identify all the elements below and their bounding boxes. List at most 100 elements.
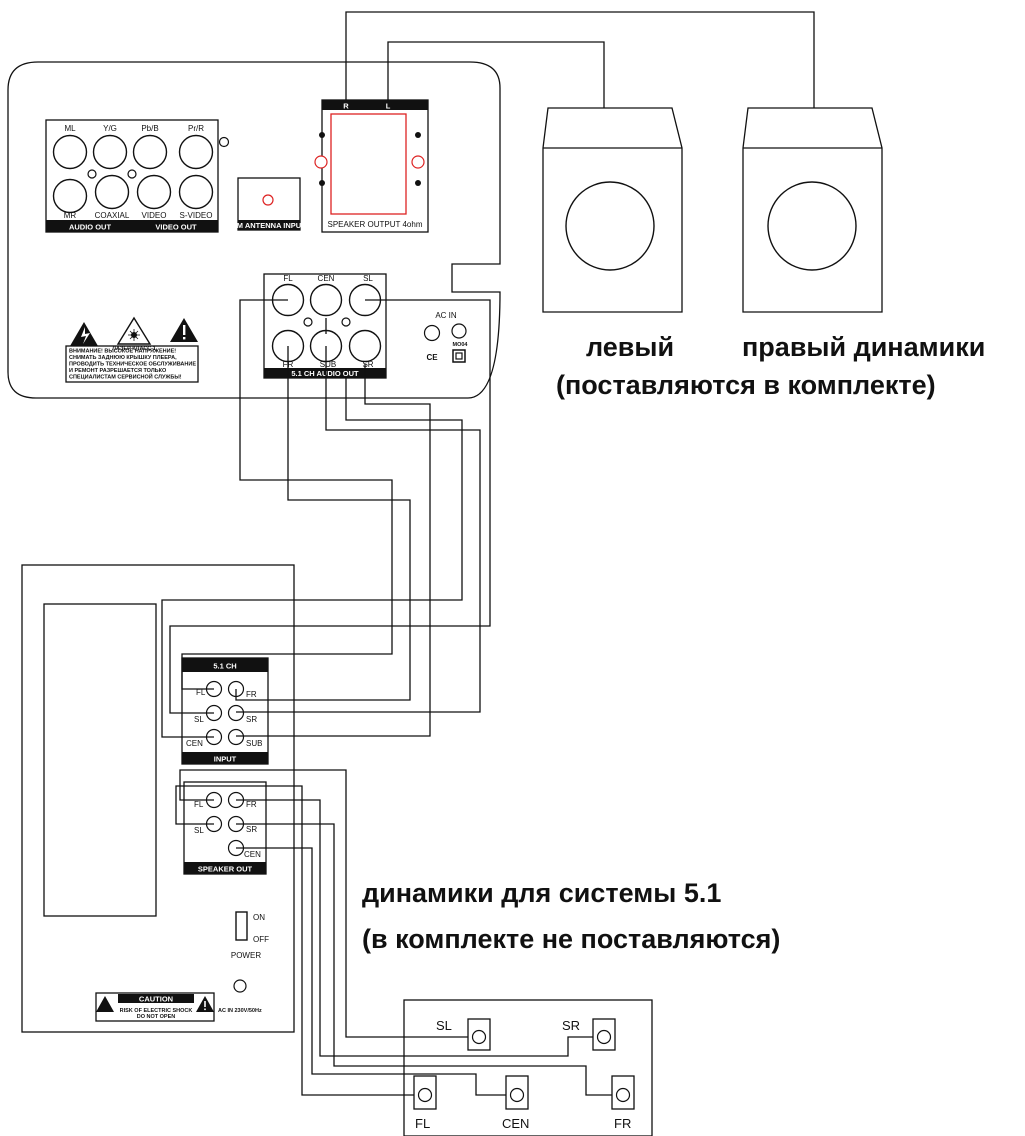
warning-line-2: СНИМАТЬ ЗАДНЮЮ КРЫШКУ ПЛЕЕРА, bbox=[69, 355, 177, 361]
caption-not-included: (в комплекте не поставляются) bbox=[362, 924, 780, 954]
power-on-label: ON bbox=[253, 913, 265, 922]
jack-prr[interactable] bbox=[178, 134, 214, 170]
input-label-sr: SR bbox=[246, 715, 257, 724]
warning-area: ЛАЗЕР КЛАСС 1 ВНИМАНИЕ! ВЫСОКОЕ НАПРЯЖЕН… bbox=[65, 316, 199, 383]
power-section: ON OFF POWER bbox=[231, 911, 269, 993]
audio-out-label: AUDIO OUT bbox=[69, 223, 112, 232]
cert-mark: MO04 bbox=[453, 342, 469, 348]
dvd-rear-panel: AUDIO OUT VIDEO OUT ML Y/G Pb/B Pr/R MR … bbox=[7, 61, 501, 399]
ch51-audio-out-block: 5.1 CH AUDIO OUT FL CEN SL FR SUB SR bbox=[263, 273, 387, 379]
label-ml: ML bbox=[64, 124, 76, 133]
caution-label: CAUTION RISK OF ELECTRIC SHOCK DO NOT OP… bbox=[95, 992, 262, 1022]
label-coaxial: COAXIAL bbox=[95, 211, 130, 220]
jack-51-sr[interactable] bbox=[348, 329, 382, 363]
speaker-label-sr: SR bbox=[562, 1018, 580, 1033]
power-switch[interactable] bbox=[235, 911, 248, 941]
jack-51-cen[interactable] bbox=[309, 283, 343, 317]
label-51-cen: CEN bbox=[318, 274, 335, 283]
jack-ml[interactable] bbox=[52, 134, 88, 170]
jack-video[interactable] bbox=[136, 174, 172, 210]
speaker-r-label: R bbox=[343, 102, 349, 111]
input-label-cen: CEN bbox=[186, 739, 203, 748]
label-51-sl: SL bbox=[363, 274, 373, 283]
label-svideo: S-VIDEO bbox=[180, 211, 213, 220]
jack-yg[interactable] bbox=[92, 134, 128, 170]
speaker-fr: FR bbox=[611, 1075, 635, 1131]
caption-left-speaker: левый bbox=[586, 332, 674, 362]
right-speaker bbox=[742, 107, 883, 313]
label-51-fl: FL bbox=[283, 274, 293, 283]
speaker-cen: CEN bbox=[502, 1075, 529, 1131]
input-jack-sub[interactable] bbox=[227, 728, 245, 746]
out-label-fr: FR bbox=[246, 800, 257, 809]
speaker-l-label: L bbox=[386, 102, 391, 111]
ac-in-label: AC IN bbox=[435, 311, 457, 320]
label-pbb: Pb/B bbox=[141, 124, 158, 133]
left-speaker bbox=[542, 107, 683, 313]
fm-antenna-block: FM ANTENNA INPUT bbox=[232, 177, 306, 231]
cert-logo-icon bbox=[423, 324, 441, 342]
input-jack-sr[interactable] bbox=[227, 704, 245, 722]
caution-line-1: RISK OF ELECTRIC SHOCK bbox=[120, 1008, 193, 1014]
speaker-out-block: SPEAKER OUT FL FR SL SR CEN bbox=[183, 781, 267, 875]
warning-line-4: И РЕМОНТ РАЗРЕШАЕТСЯ ТОЛЬКО bbox=[69, 368, 167, 374]
label-video: VIDEO bbox=[142, 211, 167, 220]
speaker-label-fr: FR bbox=[614, 1116, 631, 1131]
speaker-output-label: SPEAKER OUTPUT 4ohm bbox=[328, 220, 423, 229]
label-51-sub: SUB bbox=[320, 360, 336, 369]
power-socket[interactable] bbox=[233, 979, 247, 993]
label-51-sr: SR bbox=[362, 360, 373, 369]
amp-ac-in-label: AC IN 230V/50Hz bbox=[218, 1008, 262, 1014]
speaker-out-label: SPEAKER OUT bbox=[198, 865, 253, 874]
caption-right-speakers: правый динамики bbox=[742, 332, 985, 362]
input-label-fr: FR bbox=[246, 690, 257, 699]
jack-pbb[interactable] bbox=[132, 134, 168, 170]
wires-51-dvd-to-amp bbox=[161, 299, 491, 738]
caption-included: (поставляются в комплекте) bbox=[556, 370, 936, 400]
out-label-cen: CEN bbox=[244, 850, 261, 859]
input-label-sub: SUB bbox=[246, 739, 262, 748]
label-mr: MR bbox=[64, 211, 77, 220]
jack-coaxial[interactable] bbox=[94, 174, 130, 210]
out-label-sl: SL bbox=[194, 826, 204, 835]
speaker-label-fl: FL bbox=[415, 1116, 430, 1131]
terminal-l-minus[interactable] bbox=[415, 180, 421, 186]
shock-warning-icon bbox=[96, 996, 114, 1012]
caption-system-title: динамики для системы 5.1 bbox=[362, 878, 721, 908]
terminal-r-plus[interactable] bbox=[319, 132, 325, 138]
out-label-sr: SR bbox=[246, 825, 257, 834]
input-label-sl: SL bbox=[194, 715, 204, 724]
laser-class-label: ЛАЗЕР КЛАСС 1 bbox=[112, 346, 156, 352]
amplifier-rear-panel: 5.1 CH INPUT FL FR SL SR CEN SUB SPEAKER… bbox=[21, 564, 295, 1033]
jack-mr[interactable] bbox=[52, 178, 88, 214]
label-yg: Y/G bbox=[103, 124, 117, 133]
speaker-sl: SL bbox=[436, 1018, 491, 1051]
caution-line-2: DO NOT OPEN bbox=[137, 1014, 176, 1020]
power-label: POWER bbox=[231, 951, 261, 960]
warning-line-3: ПРОВОДИТЬ ТЕХНИЧЕСКОЕ ОБСЛУЖИВАНИЕ bbox=[69, 362, 196, 368]
wires-amp-to-speakers bbox=[175, 769, 612, 1096]
input-label: INPUT bbox=[214, 755, 237, 764]
input-label-fl: FL bbox=[196, 688, 206, 697]
right-speaker-cone bbox=[767, 181, 857, 271]
terminal-l-plus[interactable] bbox=[415, 132, 421, 138]
pct-logo-icon bbox=[451, 323, 467, 339]
caution-title: CAUTION bbox=[139, 995, 173, 1004]
out-label-fl: FL bbox=[194, 800, 204, 809]
speaker-output-block: R L SPEAKER OUTPUT 4ohm bbox=[314, 99, 429, 233]
speaker-layout-box: SL SR FL CEN FR bbox=[403, 999, 653, 1136]
fm-antenna-jack[interactable] bbox=[262, 194, 274, 206]
left-speaker-cone bbox=[565, 181, 655, 271]
speaker-label-sl: SL bbox=[436, 1018, 452, 1033]
speaker-fl: FL bbox=[413, 1075, 437, 1131]
wires-front-speakers bbox=[345, 11, 815, 108]
av-output-block: AUDIO OUT VIDEO OUT ML Y/G Pb/B Pr/R MR … bbox=[45, 119, 230, 233]
jack-svideo[interactable] bbox=[178, 174, 214, 210]
label-prr: Pr/R bbox=[188, 124, 204, 133]
ch51-label: 5.1 CH AUDIO OUT bbox=[291, 369, 359, 378]
double-insulation-icon bbox=[452, 349, 466, 363]
ch51-input-block: 5.1 CH INPUT FL FR SL SR CEN SUB bbox=[181, 657, 269, 765]
power-off-label: OFF bbox=[253, 935, 269, 944]
terminal-r-minus[interactable] bbox=[319, 180, 325, 186]
